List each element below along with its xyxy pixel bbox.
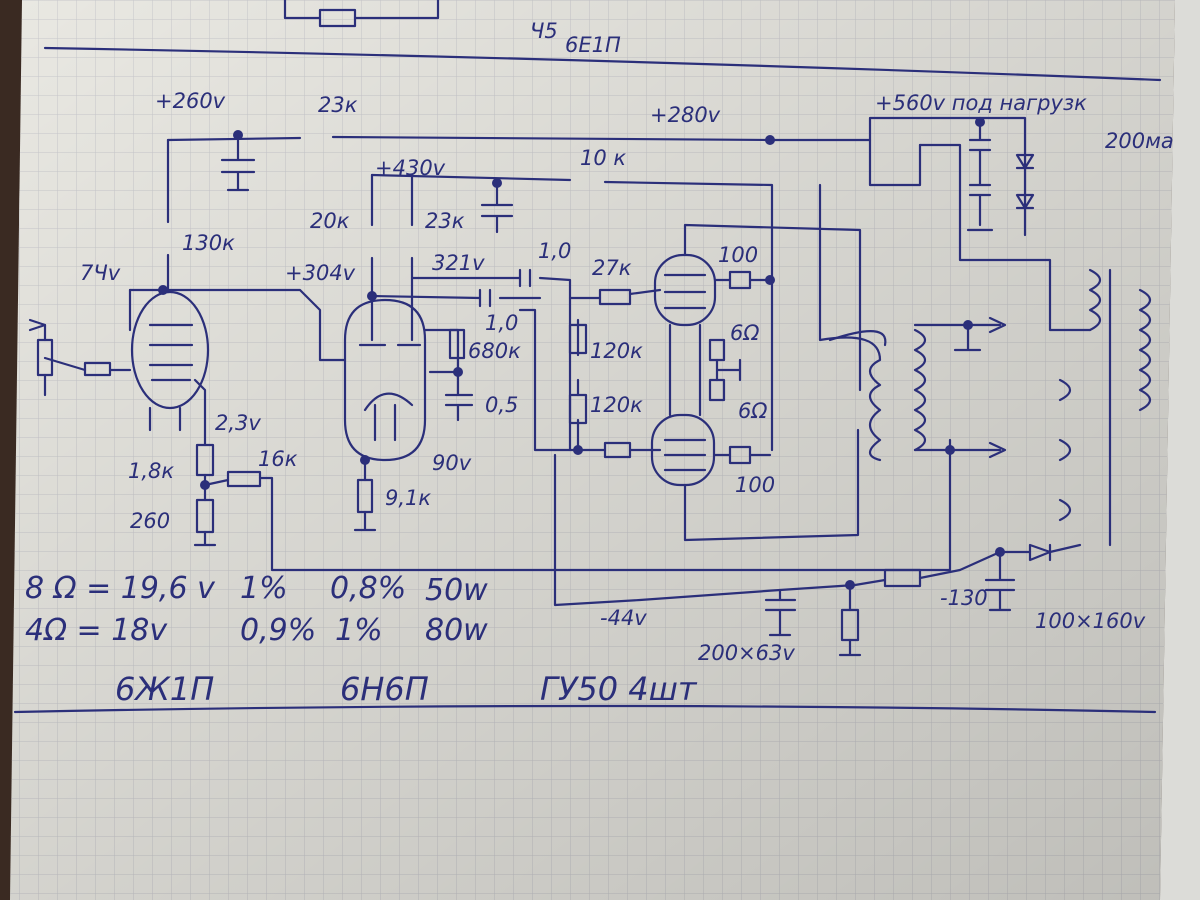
label-plus-280v: +280v <box>650 103 721 127</box>
label-cap-1-0-mid: 1,0 <box>485 311 518 335</box>
label-7v: 7Чv <box>80 261 121 285</box>
label-resistor-23k-mid: 23к <box>425 209 465 233</box>
label-resistor-6-ohm-a: 6Ω <box>730 321 759 345</box>
table-row1-thd2: 0,8% <box>330 571 406 606</box>
label-plus-430v: +430v <box>375 156 446 180</box>
bottom-separator-line <box>13 704 1157 714</box>
schematic-wires <box>28 116 1152 657</box>
label-load-current: 200мa <box>1105 129 1174 153</box>
label-resistor-120k-b: 120к <box>590 393 643 417</box>
top-partial-resistor <box>318 8 357 28</box>
label-90v: 90v <box>432 451 472 475</box>
label-cap-1-0-top: 1,0 <box>538 239 571 263</box>
label-resistor-9-1k: 9,1к <box>385 486 431 510</box>
label-2-3v: 2,3v <box>215 411 261 435</box>
top-tube-label: 6Е1П <box>565 33 621 57</box>
label-minus-44v: -44v <box>600 606 647 630</box>
table-row1-power: 50w <box>425 573 488 608</box>
label-304v: +304v <box>285 261 356 285</box>
label-resistor-120k-a: 120к <box>590 339 643 363</box>
next-page-edge <box>1160 0 1200 900</box>
tube-label-6j1p: 6Ж1П <box>115 670 214 708</box>
label-resistor-260: 260 <box>130 509 170 533</box>
label-plus-260v: +260v <box>155 89 226 113</box>
label-resistor-1-8k: 1,8к <box>128 459 174 483</box>
label-resistor-27k: 27к <box>592 256 632 280</box>
label-resistor-100-bottom: 100 <box>735 473 775 497</box>
label-cap-100x160v: 100×160v <box>1035 609 1146 633</box>
label-resistor-10k: 10 к <box>580 146 626 170</box>
label-resistor-680k: 680к <box>468 339 521 363</box>
top-separator-line <box>43 46 1162 82</box>
label-resistor-23k-top: 23к <box>318 93 358 117</box>
label-321v: 321v <box>432 251 485 275</box>
tube-label-6n6p: 6Н6П <box>340 670 429 708</box>
table-row1-thd1: 1% <box>240 571 288 606</box>
table-row2-power: 80w <box>425 613 488 648</box>
pentode-6j1p <box>130 290 210 410</box>
label-resistor-100-top: 100 <box>718 243 758 267</box>
label-resistor-130k: 130к <box>182 231 235 255</box>
label-resistor-6-ohm-b: 6Ω <box>738 399 767 423</box>
tube-label-gu50: ГУ50 4шт <box>540 670 698 708</box>
table-row1-load: 8 Ω = 19,6 v <box>25 571 216 606</box>
table-row2-load: 4Ω = 18v <box>25 613 168 648</box>
triode-6n6p <box>343 298 427 462</box>
label-cap-200x63v: 200×63v <box>698 641 795 665</box>
label-cap-0-5: 0,5 <box>485 393 518 417</box>
top-voltage-label: Ч5 <box>530 19 558 43</box>
output-tube-lower <box>650 413 716 487</box>
label-resistor-20k: 20к <box>310 209 350 233</box>
top-partial-wire <box>283 0 440 20</box>
table-row2-thd2: 1% <box>335 613 383 648</box>
label-minus-130: -130 <box>940 586 988 610</box>
label-resistor-16k: 16к <box>258 447 298 471</box>
label-plus-560v: +560v под нагрузк <box>875 91 1087 115</box>
table-row2-thd1: 0,9% <box>240 613 316 648</box>
